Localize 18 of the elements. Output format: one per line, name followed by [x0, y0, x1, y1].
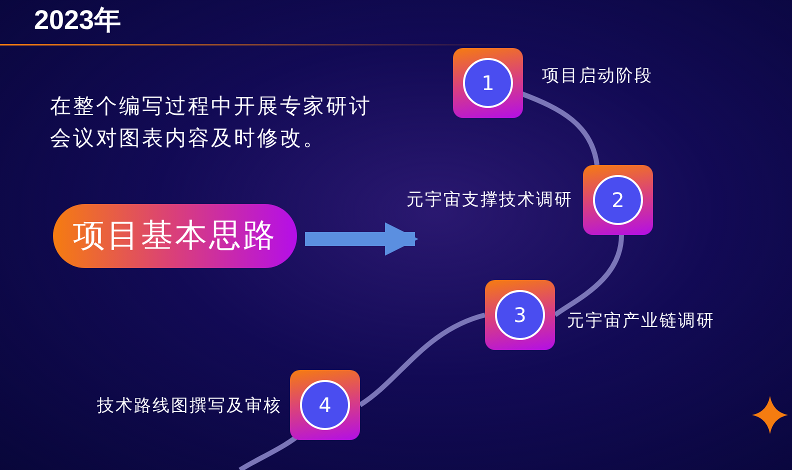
step-badge — [485, 280, 555, 350]
step-badge — [290, 370, 360, 440]
step-label: 元宇宙支撑技术调研 — [406, 189, 573, 211]
path-line — [358, 312, 486, 408]
step-number: 2 — [593, 175, 643, 225]
arrow — [305, 222, 418, 256]
title: 2023年 — [34, 4, 122, 37]
step-badge — [583, 165, 653, 235]
step-label: 元宇宙产业链调研 — [567, 310, 715, 332]
step-number: 1 — [463, 58, 513, 108]
path-line — [554, 234, 624, 318]
pill-button: 项目基本思路 — [53, 204, 297, 268]
step-number: 3 — [495, 290, 545, 340]
step-label: 项目启动阶段 — [542, 65, 653, 87]
paragraph: 在整个编写过程中开展专家研讨会议对图表内容及时修改。 — [50, 93, 372, 152]
step-badge — [453, 48, 523, 118]
step-number: 4 — [300, 380, 350, 430]
step-label: 技术路线图撰写及审核 — [97, 395, 282, 417]
